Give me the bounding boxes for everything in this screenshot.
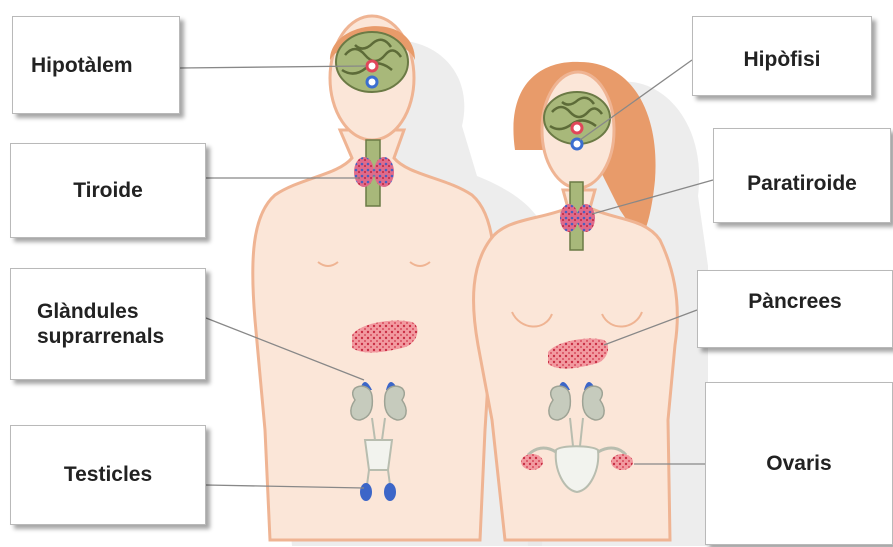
label-hipotalem: Hipotàlem [12,16,180,114]
label-tiroide: Tiroide [10,143,206,238]
label-glandules-line2: suprarrenals [37,324,164,349]
male-pituitary [367,77,377,87]
male-kidney-left [351,386,373,420]
label-tiroide-text: Tiroide [73,178,143,203]
label-ovaris-text: Ovaris [766,451,831,476]
male-thyroid-right [374,157,394,187]
male-kidney-right [385,386,407,420]
female-hypothalamus [572,123,582,133]
label-hipofisi-text: Hipòfisi [744,47,821,72]
female-thyroid-left [560,204,578,232]
male-bladder [365,440,392,470]
label-ovaris: Ovaris [705,382,893,545]
female-figure [474,62,708,546]
label-testicles: Testicles [10,425,206,525]
label-paratiroide: Paratiroide [713,128,891,223]
female-thyroid-right [577,204,595,232]
label-paratiroide-text: Paratiroide [747,171,857,196]
male-testicle-right [384,483,396,501]
label-glandules-line1: Glàndules [37,299,164,324]
label-glandules-suprarrenals: Glàndules suprarrenals [10,268,206,380]
label-hipofisi: Hipòfisi [692,16,872,96]
female-kidney-left [549,386,571,420]
label-hipotalem-text: Hipotàlem [31,53,133,78]
male-testicle-left [360,483,372,501]
label-testicles-text: Testicles [64,462,152,487]
male-thyroid-left [354,157,374,187]
female-pituitary [572,139,582,149]
male-hypothalamus [367,61,377,71]
label-pancrees-text: Pàncrees [748,289,841,314]
female-ovary-left [521,454,543,470]
label-pancrees: Pàncrees [697,270,893,348]
female-kidney-right [583,386,605,420]
female-ovary-right [611,454,633,470]
